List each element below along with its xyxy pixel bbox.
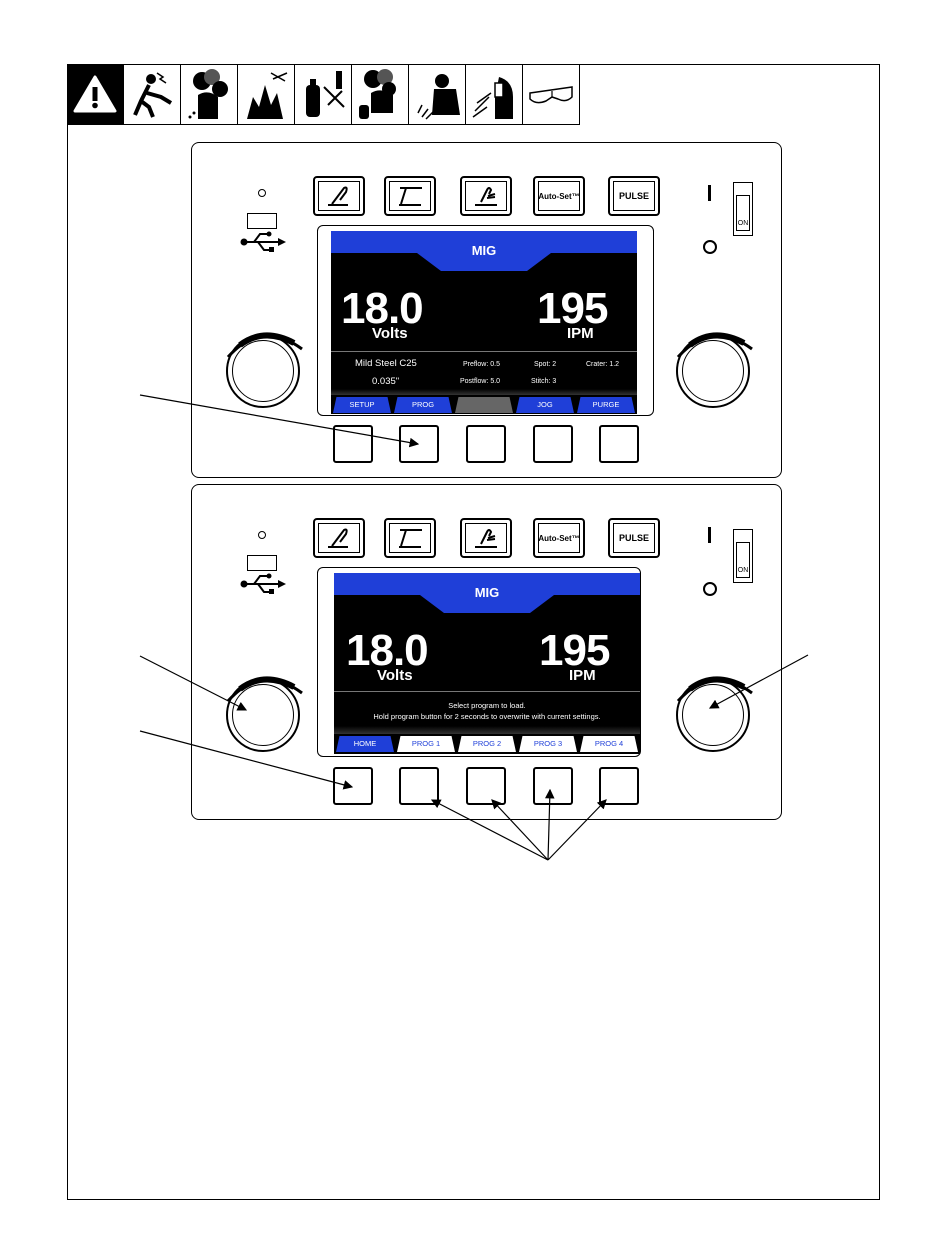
warning-triangle-icon [67, 64, 124, 124]
fire-explosion-icon [238, 64, 295, 124]
instruction-line-1: Select program to load. [448, 701, 526, 710]
soft-key-1[interactable] [333, 425, 373, 463]
noise-icon [409, 64, 466, 124]
fumes-icon [181, 64, 238, 124]
crater-label: Crater: 1.2 [586, 361, 620, 368]
wire-speed-unit: IPM [567, 325, 594, 342]
display-screen: MIG 18.0 Volts 195 IPM Mild Steel C25 0.… [331, 231, 637, 414]
wire-size-label: 0.035" [372, 376, 400, 387]
power-switch[interactable]: ON [733, 182, 753, 236]
instruction-line-2: Hold program button for 2 seconds to ove… [373, 712, 601, 721]
auto-set-button[interactable]: Auto-Set™ [533, 518, 585, 558]
mig-gun-icon [328, 528, 348, 548]
usb-icon [240, 573, 286, 600]
preflow-label: Preflow: 0.5 [463, 361, 500, 368]
switch-on-label: ON [737, 567, 749, 574]
tab-jog[interactable]: JOG [516, 397, 574, 413]
cylinder-icon [295, 64, 352, 124]
tab-prog-1[interactable]: PROG 1 [397, 736, 455, 752]
stick-electrode-icon [399, 187, 422, 206]
auto-set-button[interactable]: Auto-Set™ [533, 176, 585, 216]
soft-key-prog-3[interactable] [533, 767, 573, 805]
status-led [258, 189, 266, 197]
soft-key-2[interactable] [399, 425, 439, 463]
spot-label: Spot: 2 [534, 361, 557, 368]
postflow-label: Postflow: 5.0 [460, 378, 501, 385]
voltage-value: 18.0 [346, 626, 429, 675]
soft-key-home[interactable] [333, 767, 373, 805]
soft-key-prog-4[interactable] [599, 767, 639, 805]
usb-icon [240, 231, 286, 258]
process-title: MIG [471, 243, 497, 258]
mig-gun-icon [328, 186, 348, 206]
soft-key-prog-1[interactable] [399, 767, 439, 805]
pulse-button[interactable]: PULSE [608, 176, 660, 216]
power-on-symbol [708, 527, 711, 543]
power-off-symbol [703, 582, 717, 596]
voltage-value: 18.0 [341, 284, 424, 333]
usb-port[interactable] [247, 213, 277, 229]
power-on-symbol [708, 185, 711, 201]
tab-purge[interactable]: PURGE [577, 397, 635, 413]
tab-home[interactable]: HOME [336, 736, 394, 752]
control-panel-bottom: Auto-Set™ PULSE ON MIG 18.0 Volts 195 IP… [191, 484, 782, 820]
tig-torch-button[interactable] [460, 176, 512, 216]
wire-speed-value: 195 [539, 626, 610, 675]
display-screen: MIG 18.0 Volts 195 IPM Select program to… [334, 573, 640, 754]
control-panel-top: Auto-Set™ PULSE ON MIG 18.0 Volts 195 IP… [191, 142, 782, 478]
mig-gun-button[interactable] [313, 518, 365, 558]
status-led [258, 531, 266, 539]
mig-gun-button[interactable] [313, 176, 365, 216]
power-off-symbol [703, 240, 717, 254]
voltage-unit: Volts [372, 325, 408, 342]
stick-process-button[interactable] [384, 176, 436, 216]
tab-prog-3[interactable]: PROG 3 [519, 736, 577, 752]
wire-speed-value: 195 [537, 284, 608, 333]
stick-process-button[interactable] [384, 518, 436, 558]
tab-blank[interactable] [455, 397, 513, 413]
arc-rays-icon [466, 64, 523, 124]
page-frame [67, 64, 880, 1200]
tab-setup[interactable]: SETUP [333, 397, 391, 413]
stitch-label: Stitch: 3 [531, 378, 557, 385]
tig-torch-icon [475, 187, 497, 206]
soft-key-prog-2[interactable] [466, 767, 506, 805]
electric-shock-icon [124, 64, 181, 124]
soft-key-4[interactable] [533, 425, 573, 463]
process-title: MIG [474, 585, 500, 600]
safety-glasses-icon [523, 64, 580, 124]
voltage-unit: Volts [377, 667, 413, 684]
tab-prog[interactable]: PROG [394, 397, 452, 413]
tab-prog-2[interactable]: PROG 2 [458, 736, 516, 752]
tig-torch-button[interactable] [460, 518, 512, 558]
soft-key-3[interactable] [466, 425, 506, 463]
stick-electrode-icon [399, 529, 422, 548]
usb-port[interactable] [247, 555, 277, 571]
pulse-button[interactable]: PULSE [608, 518, 660, 558]
tig-torch-icon [475, 529, 497, 548]
soft-key-5[interactable] [599, 425, 639, 463]
tab-prog-4[interactable]: PROG 4 [580, 736, 638, 752]
material-label: Mild Steel C25 [355, 358, 417, 369]
switch-on-label: ON [737, 220, 749, 227]
power-switch[interactable]: ON [733, 529, 753, 583]
wire-speed-unit: IPM [569, 667, 596, 684]
fumes-icon [352, 64, 409, 124]
hazard-symbol-strip [67, 64, 580, 125]
